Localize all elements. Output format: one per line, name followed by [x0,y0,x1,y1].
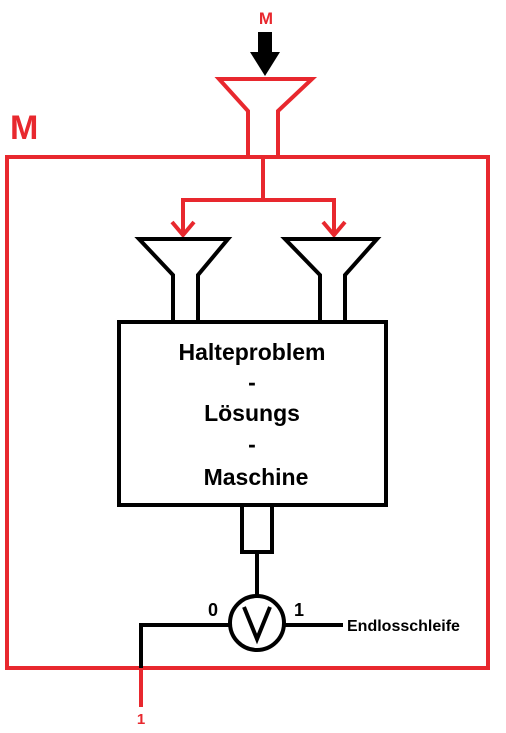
box-line-1: Halteproblem [179,339,326,365]
input-arrow [250,32,280,76]
left-funnel [134,237,233,322]
branch-one-label: 1 [294,600,304,620]
split-arrows [170,157,347,239]
endless-loop-label: Endlosschleife [347,618,460,635]
box-line-4: - [248,431,256,457]
box-line-3: Lösungs [204,400,300,426]
box-line-2: - [248,369,256,395]
machine-frame-label: M [10,109,38,147]
top-funnel [214,77,318,157]
right-funnel [280,237,382,322]
switch-v-symbol [242,606,272,645]
box-text: Halteproblem - Lösungs - Maschine [179,339,326,490]
machine-frame [5,155,490,670]
input-arrow-label: M [259,9,273,28]
left-branch-line [139,623,230,668]
branch-zero-label: 0 [208,600,218,620]
bottom-output-label: 1 [137,711,145,728]
box-line-5: Maschine [204,464,309,490]
output-pipe [240,503,274,554]
